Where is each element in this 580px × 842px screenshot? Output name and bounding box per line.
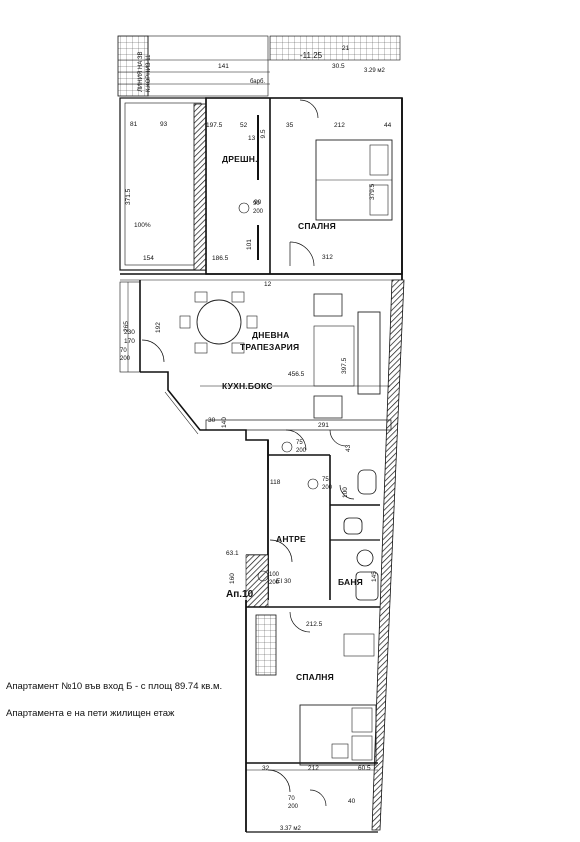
room-dining: ТРАПЕЗАРИЯ [240, 342, 299, 352]
svg-text:170: 170 [124, 338, 135, 345]
room-bedroom-top: СПАЛНЯ [298, 221, 336, 231]
svg-text:35: 35 [286, 122, 294, 129]
svg-text:397.5: 397.5 [341, 357, 348, 374]
door-tags: 90 200 70 200 75 200 75 200 100 200 70 2… [120, 201, 333, 810]
svg-text:100: 100 [269, 572, 280, 578]
door-tag: 75 200 [307, 477, 333, 491]
svg-text:EI 30: EI 30 [276, 578, 292, 585]
svg-text:200: 200 [296, 448, 307, 454]
terrace-percent: 100% [134, 222, 151, 229]
svg-text:212: 212 [334, 122, 345, 129]
barbecue-label: барб. [250, 79, 265, 85]
svg-text:212.5: 212.5 [306, 621, 323, 628]
svg-text:43: 43 [345, 444, 352, 452]
svg-text:44: 44 [384, 122, 392, 129]
level-mark: -11.25 [300, 51, 323, 60]
door-tag: 90 200 [238, 201, 264, 215]
room-labels: ДРЕШН. СПАЛНЯ ДНЕВНА ТРАПЕЗАРИЯ КУХН.БОК… [134, 51, 385, 832]
walls [119, 97, 405, 833]
svg-text:230: 230 [124, 329, 135, 336]
svg-text:21: 21 [342, 45, 350, 52]
room-wardrobe: ДРЕШН. [222, 154, 258, 164]
svg-text:200: 200 [253, 209, 264, 215]
svg-text:90: 90 [253, 201, 260, 207]
furniture [179, 139, 393, 766]
svg-text:30: 30 [208, 417, 216, 424]
svg-text:93: 93 [160, 121, 168, 128]
door-tag: 70 200 [120, 348, 131, 362]
svg-text:200: 200 [120, 356, 131, 362]
room-kitchen: КУХН.БОКС [222, 381, 273, 391]
svg-text:40: 40 [348, 798, 356, 805]
header-line2: К.КОРНИЗ 11 [146, 54, 152, 92]
svg-text:63.1: 63.1 [226, 550, 239, 557]
door-tag: 70 200 [288, 796, 299, 810]
svg-text:265: 265 [123, 321, 130, 332]
doors [141, 99, 355, 807]
door-tag: 100 200 [257, 570, 280, 586]
svg-text:70: 70 [120, 348, 127, 354]
svg-text:52: 52 [240, 122, 248, 129]
svg-text:75: 75 [296, 440, 303, 446]
svg-text:70: 70 [288, 796, 295, 802]
svg-text:81: 81 [130, 121, 138, 128]
svg-text:101: 101 [246, 239, 253, 250]
svg-text:60.5: 60.5 [358, 765, 371, 772]
header-band [117, 35, 401, 97]
room-bedroom-bottom: СПАЛНЯ [296, 672, 334, 682]
svg-text:75: 75 [322, 477, 329, 483]
dimension-labels: 141 21 30.5 81 93 197.5 52 13 90 212 44 … [123, 45, 392, 805]
svg-text:379.5: 379.5 [369, 183, 376, 200]
svg-text:200: 200 [269, 580, 280, 586]
svg-text:312: 312 [322, 254, 333, 261]
svg-text:9.5: 9.5 [260, 129, 267, 138]
room-bath: БАНЯ [338, 577, 363, 587]
svg-text:145: 145 [371, 571, 378, 582]
svg-text:160: 160 [229, 573, 236, 584]
apartment-area-note: Апартамент №10 във вход Б - с площ 89.74… [6, 681, 223, 692]
svg-text:100: 100 [342, 487, 349, 498]
svg-text:186.5: 186.5 [212, 255, 229, 262]
apartment-label: Ап.10 [226, 589, 254, 600]
svg-text:13: 13 [248, 135, 256, 142]
svg-text:140: 140 [221, 417, 228, 428]
svg-text:456.5: 456.5 [288, 371, 305, 378]
balcony-bottom-area: 3.37 м2 [280, 826, 301, 832]
svg-text:32: 32 [262, 765, 270, 772]
door-tag: 75 200 [281, 440, 307, 454]
header-line1: ЛИНИЯ НА ЗВ [138, 51, 144, 92]
svg-text:200: 200 [288, 804, 299, 810]
svg-text:291: 291 [318, 422, 329, 429]
svg-text:118: 118 [270, 479, 281, 486]
room-living: ДНЕВНА [252, 330, 289, 340]
svg-text:212: 212 [308, 765, 319, 772]
svg-text:141: 141 [218, 63, 229, 70]
svg-text:90: 90 [254, 199, 262, 206]
apartment-floor-note: Апартамента е на пети жилищен етаж [6, 708, 175, 719]
svg-text:200: 200 [322, 485, 333, 491]
balcony-top-area: 3.29 м2 [364, 68, 385, 74]
svg-text:30.5: 30.5 [332, 63, 345, 70]
svg-text:192: 192 [155, 322, 162, 333]
svg-text:371.5: 371.5 [125, 188, 132, 205]
room-hall: АНТРЕ [276, 534, 306, 544]
svg-text:12: 12 [264, 281, 272, 288]
svg-text:197.5: 197.5 [206, 122, 223, 129]
svg-text:154: 154 [143, 255, 154, 262]
